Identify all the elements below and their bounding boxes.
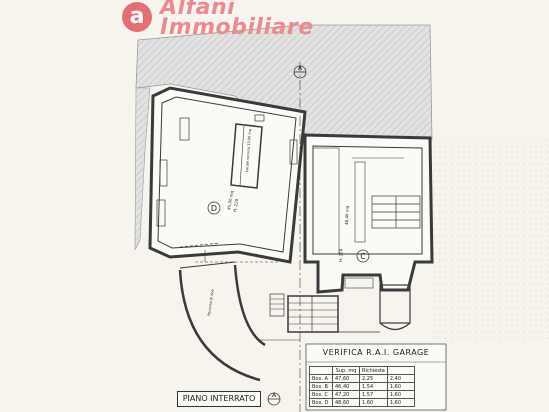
brand-logo-icon: a bbox=[122, 2, 152, 32]
room-d-area: 45,00 mq bbox=[226, 190, 234, 210]
room-d-walls bbox=[148, 86, 307, 264]
row-extra: 1,60 bbox=[386, 382, 415, 391]
room-d-letter: D bbox=[211, 204, 217, 213]
row-sup: 47,20 bbox=[332, 390, 360, 399]
room-c-marker bbox=[356, 249, 370, 263]
verifica-table: Sup. mq Richiesta Box. A 47,60 2,25 2,40… bbox=[309, 366, 415, 407]
ramp-label: Percorso di boe bbox=[207, 289, 215, 316]
row-sup: 46,40 bbox=[332, 382, 360, 391]
table-row: Box. B 46,40 1,54 1,60 bbox=[309, 382, 415, 391]
section-marker-bottom: A bbox=[272, 392, 277, 399]
row-extra: 1,60 bbox=[386, 398, 415, 407]
section-line bbox=[267, 62, 307, 412]
row-richiesta: 1,57 bbox=[359, 390, 388, 399]
row-label: Box. B bbox=[309, 382, 333, 391]
row-richiesta: 1,60 bbox=[359, 398, 388, 407]
row-sup: 48,60 bbox=[332, 398, 360, 407]
brand-name-line1: Alfani bbox=[160, 0, 236, 20]
table-row: Box. D 48,60 1,60 1,60 bbox=[309, 398, 415, 407]
verifica-header-cell bbox=[309, 366, 333, 375]
verifica-header-cell bbox=[386, 366, 415, 375]
brand-name: Alfani Immobiliare bbox=[160, 0, 314, 40]
row-label: Box. A bbox=[309, 374, 333, 383]
verifica-header-cell: Richiesta bbox=[359, 366, 388, 375]
row-richiesta: 1,54 bbox=[359, 382, 388, 391]
right-side-texture bbox=[432, 140, 549, 340]
room-c-area: 48,40 mq bbox=[344, 205, 350, 225]
room-d-marker bbox=[207, 201, 221, 215]
access-ramp bbox=[178, 250, 285, 382]
table-row: Box. C 47,20 1,57 1,60 bbox=[309, 390, 415, 399]
surrounding-ground-lower bbox=[134, 87, 151, 251]
row-extra: 1,60 bbox=[386, 390, 415, 399]
brand-name-line2: Immobiliare bbox=[160, 15, 314, 40]
verifica-title: VERIFICA R.A.I. GARAGE bbox=[322, 348, 430, 357]
room-c-height: H. 220 bbox=[338, 248, 343, 262]
row-richiesta: 2,25 bbox=[359, 374, 388, 383]
row-sup: 47,60 bbox=[332, 374, 360, 383]
technical-room-label: Locale tecnico 13,00 mq bbox=[245, 129, 252, 172]
verifica-header-row: Sup. mq Richiesta bbox=[309, 366, 415, 375]
row-label: Box. C bbox=[309, 390, 333, 399]
central-staircase bbox=[260, 295, 380, 341]
section-marker-top: A bbox=[298, 65, 303, 72]
room-c-letter: C bbox=[360, 252, 366, 261]
row-label: Box. D bbox=[309, 398, 333, 407]
verifica-header-cell: Sup. mq bbox=[332, 366, 360, 375]
plan-title-box: PIANO INTERRATO bbox=[177, 391, 261, 407]
row-extra: 2,40 bbox=[386, 374, 415, 383]
table-row: Box. A 47,60 2,25 2,40 bbox=[309, 374, 415, 383]
room-c-walls bbox=[303, 133, 434, 331]
room-d-height: H. 220 bbox=[232, 198, 239, 212]
